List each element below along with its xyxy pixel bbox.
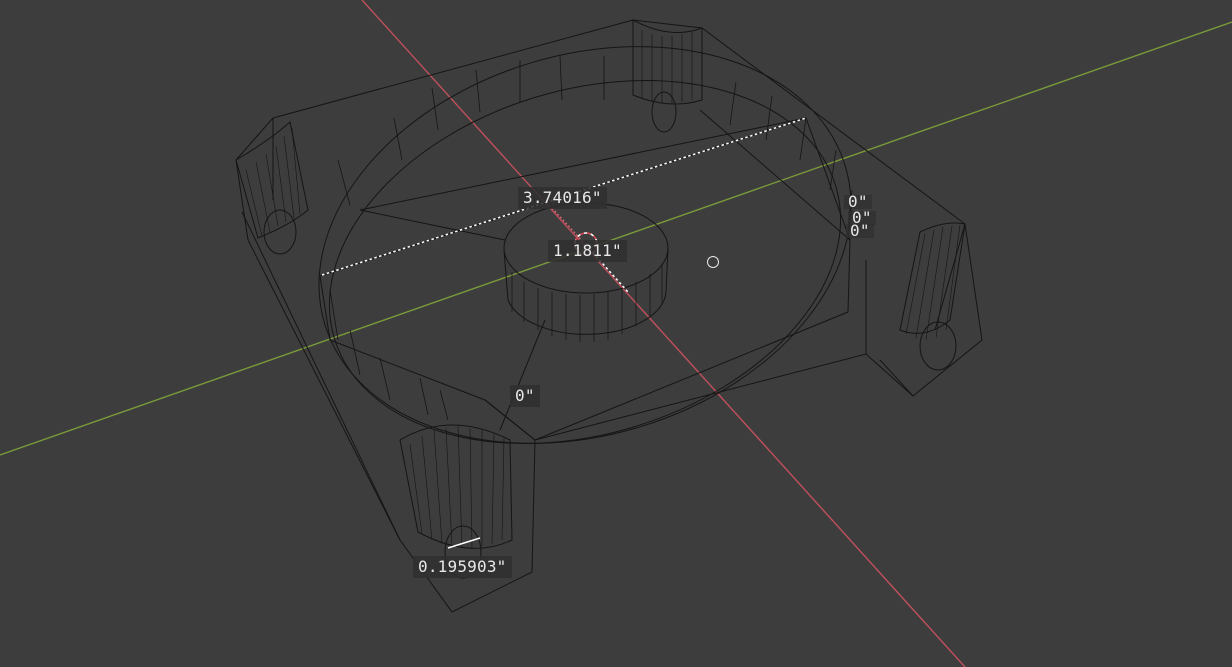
measure-boss-line-accent [551, 207, 587, 246]
y-axis-line [0, 21, 1232, 456]
origin-ring-icon [707, 256, 719, 268]
corner-boss-bottom [399, 424, 513, 579]
corner-boss-right [899, 222, 966, 371]
zero-right-label-3: 0" [846, 223, 874, 239]
center-boss-label: 1.1811" [548, 240, 627, 262]
zero-right-label-2: 0" [848, 210, 876, 226]
measure-hole-line[interactable] [447, 537, 481, 549]
zero-center-label: 0" [510, 385, 540, 407]
zero-right-label-1: 0" [844, 194, 872, 210]
outer-diameter-label: 3.74016" [518, 187, 607, 209]
ring-wall-segments [329, 55, 853, 421]
x-axis-line [361, 0, 966, 667]
hole-diameter-label: 0.195903" [413, 556, 512, 578]
center-boss [503, 202, 669, 342]
model-wireframe [235, 19, 983, 613]
corner-boss-left [235, 121, 309, 255]
corner-boss-top [632, 19, 703, 133]
